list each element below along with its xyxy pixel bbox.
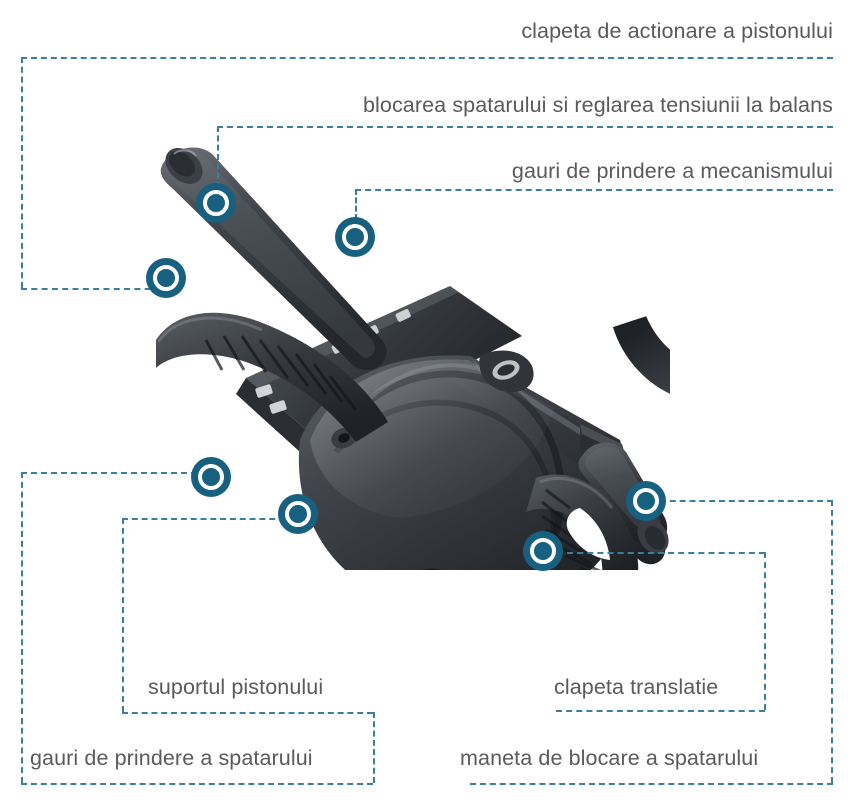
label-backrest-lock-handle: maneta de blocare a spatarului (460, 746, 759, 770)
callout-backrest-handle-bottom (470, 783, 833, 785)
label-piston-actuation-lever: clapeta de actionare a pistonului (521, 19, 833, 43)
callout-piston-support-bottom (122, 712, 373, 714)
marker-backrest-lock-tension[interactable] (146, 258, 186, 298)
callout-piston-support-left (122, 518, 124, 712)
label-mechanism-mounting-holes: gauri de prindere a mecanismului (511, 159, 833, 183)
callout-backrest-handle-top (660, 500, 833, 502)
callout-piston-actuation-bottom (21, 288, 161, 290)
label-backrest-lock-tension: blocarea spatarului si reglarea tensiuni… (362, 93, 833, 117)
marker-mechanism-mounting-holes[interactable] (335, 217, 375, 257)
callout-piston-actuation-left (21, 57, 23, 288)
callout-translation-lever-bottom (556, 710, 765, 712)
callout-backrest-handle-right (831, 500, 833, 783)
marker-backrest-lock-handle[interactable] (523, 531, 563, 571)
callout-backrest-holes-bottom (21, 783, 373, 785)
callout-backrest-lock-top (217, 126, 833, 128)
label-translation-lever: clapeta translatie (554, 675, 719, 699)
label-backrest-mounting-holes: gauri de prindere a spatarului (30, 746, 313, 770)
marker-translation-lever[interactable] (626, 481, 666, 521)
callout-backrest-holes-left (21, 472, 23, 783)
marker-piston-actuation-lever[interactable] (196, 183, 236, 223)
marker-piston-support[interactable] (278, 494, 318, 534)
callout-piston-actuation-top (21, 57, 833, 59)
label-piston-support: suportul pistonului (148, 675, 324, 699)
marker-backrest-mounting-holes[interactable] (191, 457, 231, 497)
